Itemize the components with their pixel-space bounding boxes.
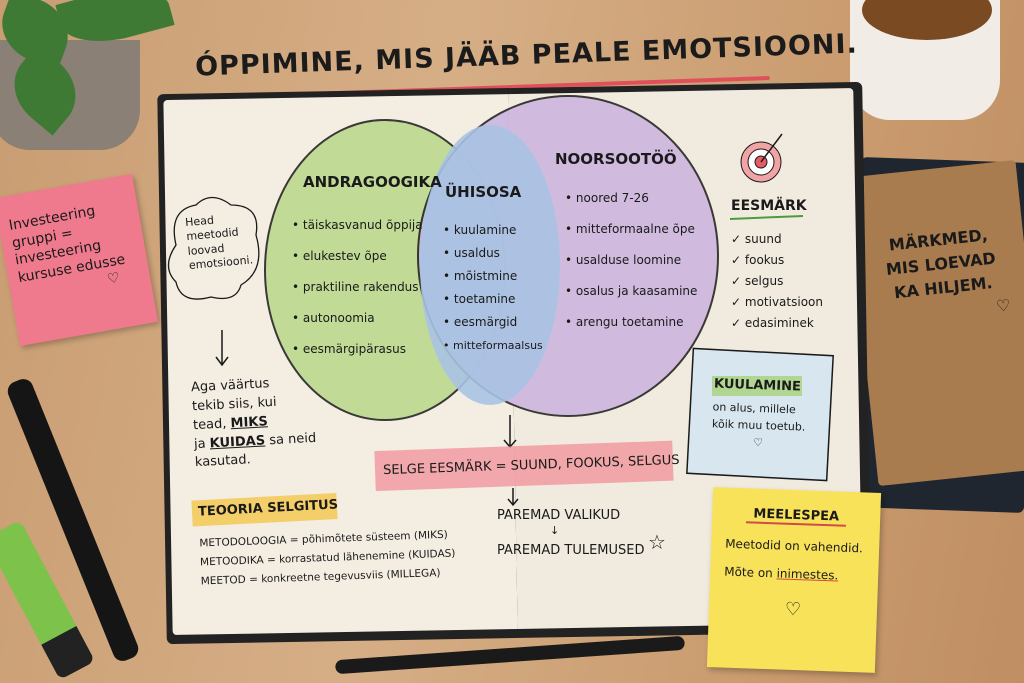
uhisosa-list: • kuulamine • usaldus • mõistmine • toet… [443, 219, 543, 357]
list-item: • usaldus [443, 246, 500, 260]
kuidas-emphasis: KUIDAS [209, 432, 266, 451]
list-item: • mitteformaalne õpe [565, 222, 695, 236]
list-item: • mõistmine [443, 269, 518, 283]
kuulamine-line: kõik muu toetub. [711, 417, 806, 434]
andragoogika-list: • täiskasvanud õppija • elukestev õpe • … [292, 210, 423, 365]
left-note: Aga väärtus tekib siis, kui tead, MIKS j… [191, 373, 318, 473]
list-item: • toetamine [443, 292, 516, 306]
inimestes-emphasis: inimestes. [776, 566, 839, 583]
flow-step-2: PAREMAD TULEMUSED [497, 543, 645, 558]
heart-icon: ♡ [784, 598, 802, 621]
check-item: ✓ selgus [731, 274, 784, 288]
kuulamine-highlight [712, 376, 802, 396]
list-item: • elukestev õpe [292, 249, 387, 263]
venn-overlap [420, 125, 560, 405]
list-item: • mitteformaalsus [443, 339, 543, 352]
sticky-note-yellow: MEELESPEA Meetodid on vahendid. Mõte on … [706, 487, 882, 673]
kuulamine-text: on alus, millele kõik muu toetub. ♡ [711, 398, 806, 452]
uhisosa-title: ÜHISOSA [445, 183, 522, 201]
flow-step-1: PAREMAD VALIKUD [497, 508, 621, 523]
check-item: ✓ edasiminek [731, 316, 814, 330]
list-item: • autonoomia [292, 311, 375, 325]
list-item: • usalduse loomine [565, 253, 682, 267]
sticky-yellow-line: Mõte on [724, 564, 777, 581]
list-item: • kuulamine [443, 223, 517, 237]
eesmark-underline [729, 215, 804, 220]
heart-icon: ♡ [752, 435, 764, 450]
list-item: • eesmärgipärasus [292, 342, 407, 356]
noorsootoo-list: • noored 7-26 • mitteformaalne õpe • usa… [565, 183, 697, 338]
thought-cloud [167, 196, 260, 300]
list-item: • arengu toetamine [565, 315, 684, 329]
note-line: tead, [192, 416, 227, 433]
miks-emphasis: MIKS [230, 413, 269, 431]
kuulamine-title: KUULAMINE [713, 376, 802, 395]
list-item: • osalus ja kaasamine [565, 284, 698, 298]
eesmark-title: EESMÄRK [731, 198, 807, 214]
arrow-down-icon [215, 330, 229, 367]
arrow-down-icon [507, 488, 519, 507]
arrow-down-icon [503, 415, 517, 449]
andragoogika-title: ANDRAGOOGIKA [303, 173, 442, 191]
list-item: • eesmärgid [443, 315, 518, 329]
cloud-text: Head meetodid loovad emotsiooni. [184, 213, 254, 272]
check-item: ✓ suund [731, 232, 782, 246]
noorsootoo-title: NOORSOOTÖÖ [555, 150, 677, 168]
check-item: ✓ fookus [731, 253, 785, 267]
theory-highlight [191, 492, 338, 527]
theory-list: METODOLOOGIA = põhimõtete süsteem (MIKS)… [199, 526, 456, 592]
sticky-yellow-line: Meetodid on vahendid. [724, 536, 864, 556]
list-item: • praktiline rakendus [292, 280, 419, 294]
star-icon: ☆ [648, 530, 666, 554]
note-line: sa neid [268, 430, 317, 448]
target-icon [740, 133, 783, 183]
banner-highlight [374, 440, 674, 492]
note-line: ja [193, 436, 206, 452]
meelespea-title: MEELESPEA [745, 506, 847, 527]
check-item: ✓ motivatsioon [731, 295, 823, 309]
list-item: • täiskasvanud õppija [292, 218, 423, 232]
arrow-down-icon: ↓ [550, 524, 560, 537]
eesmark-list: ✓ suund ✓ fookus ✓ selgus ✓ motivatsioon… [731, 229, 823, 334]
list-item: • noored 7-26 [565, 191, 649, 205]
